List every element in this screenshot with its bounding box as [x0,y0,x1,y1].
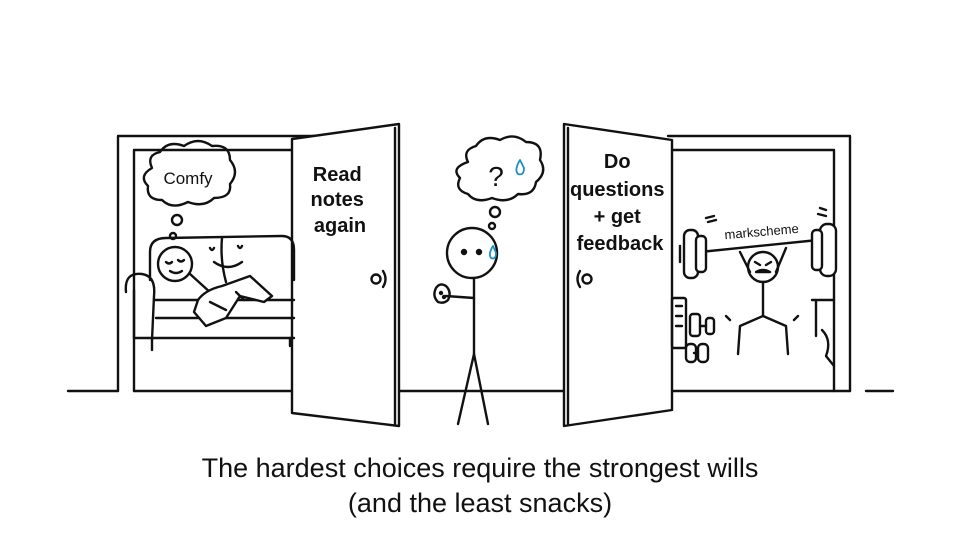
left-door-panel[interactable] [290,122,401,428]
caption-line-1: The hardest choices require the stronges… [201,453,759,483]
right-door-line-3: + get [594,206,642,228]
left-door-label: Read notes again [311,164,370,237]
cookie-icon [433,283,451,304]
left-door-line-3: again [314,215,366,237]
right-doorway: Do questions + get feedback markscheme [562,122,852,428]
right-door-knob[interactable] [576,269,593,289]
right-door-frame [666,134,852,393]
left-door-knob[interactable] [370,269,387,289]
right-door-panel[interactable] [562,122,674,428]
barbell-bar [698,238,820,254]
comfy-thought-bubble: Comfy [142,139,237,241]
center-stickman: ? [433,135,545,426]
left-doorway: Read notes again Comfy [116,122,401,428]
left-door-line-2: notes [311,189,364,211]
sleeping-stickman [156,244,274,328]
gym-equipment [670,296,836,368]
sweat-drop-icon [515,159,525,176]
right-door-line-1: Do [604,151,631,173]
question-thought-bubble [455,135,545,202]
right-door-label: Do questions + get feedback [570,151,670,255]
right-door-line-2: questions [570,179,664,201]
sweat-drop-face-icon [488,245,497,260]
weightlifter-stickman: markscheme [678,206,838,356]
left-door-line-1: Read [313,164,362,186]
barbell-label: markscheme [724,221,799,242]
question-mark-text: ? [488,161,504,192]
caption-line-2: (and the least snacks) [347,488,613,518]
right-door-line-4: feedback [577,233,665,255]
comfy-thought-text: Comfy [163,169,213,188]
